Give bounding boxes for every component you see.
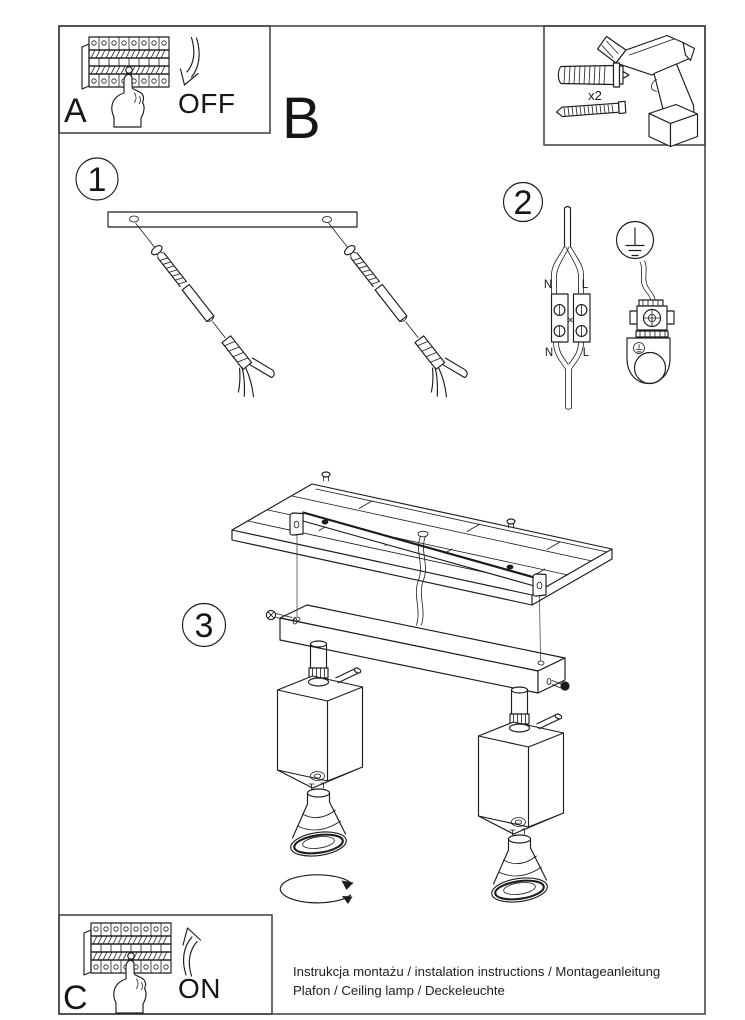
footer-line-1: Instrukcja montażu / instalation instruc… bbox=[293, 964, 660, 979]
ceiling-plate bbox=[231, 471, 613, 606]
panel-c-box bbox=[58, 914, 273, 1015]
panel-a-label: A bbox=[64, 92, 87, 130]
panel-a-box bbox=[58, 25, 271, 134]
base-bar bbox=[279, 604, 566, 694]
breaker-panel-icon bbox=[81, 36, 170, 128]
footer-line-2: Plafon / Ceiling lamp / Deckeleuchte bbox=[293, 983, 505, 998]
screw-anchor-left bbox=[117, 212, 279, 403]
spotlight-right bbox=[477, 685, 565, 907]
panel-c-label: C bbox=[63, 979, 88, 1017]
drill-icon bbox=[596, 34, 699, 148]
step-2-badge bbox=[502, 181, 544, 223]
mounting-strip bbox=[107, 211, 358, 228]
panel-c-power-on: C ON bbox=[58, 914, 273, 1017]
step-2: 2 N L N L bbox=[502, 181, 675, 410]
strip-hole-left bbox=[129, 215, 139, 223]
step-1-badge bbox=[75, 157, 119, 201]
supply-cable bbox=[551, 205, 584, 294]
arrow-up-icon bbox=[182, 927, 202, 977]
strip-screw-right bbox=[506, 564, 514, 570]
terminal-label-l-top: L bbox=[582, 279, 589, 291]
arrow-down-icon bbox=[179, 36, 200, 86]
terminal-label-n-top: N bbox=[544, 279, 552, 291]
strip-hole-right bbox=[322, 216, 332, 223]
panel-c-action: ON bbox=[178, 973, 221, 1004]
screw-anchor-right bbox=[310, 212, 472, 403]
lamp-cable bbox=[553, 341, 584, 410]
side-screw-left bbox=[265, 609, 298, 625]
terminal-label-l-bottom: L bbox=[583, 347, 590, 359]
earth-ground-icon bbox=[615, 220, 655, 260]
mounting-screw-icon bbox=[555, 100, 627, 118]
panel-b-label: B bbox=[282, 86, 321, 151]
rotate-arrow-icon bbox=[279, 874, 354, 904]
ceiling-screw-left bbox=[321, 471, 331, 482]
page-border bbox=[58, 25, 706, 1015]
side-screw-right bbox=[546, 678, 570, 691]
step-3: 3 bbox=[181, 471, 613, 907]
step-1-number: 1 bbox=[88, 161, 107, 199]
alignment-guides bbox=[293, 535, 545, 666]
step-2-number: 2 bbox=[514, 184, 533, 222]
step-3-badge bbox=[181, 602, 227, 648]
panel-a-action: OFF bbox=[178, 88, 236, 119]
hanging-cable bbox=[415, 530, 429, 626]
tools-box: x2 bbox=[543, 25, 706, 148]
wall-plug-icon bbox=[557, 62, 630, 88]
tools-box-border bbox=[543, 25, 706, 146]
terminal-label-n-bottom: N bbox=[545, 347, 553, 359]
terminal-block bbox=[550, 293, 591, 343]
ceiling-screw-right bbox=[506, 518, 516, 529]
step-1: 1 bbox=[75, 157, 472, 403]
terminal-mark bbox=[568, 317, 573, 323]
footer: Instrukcja montażu / instalation instruc… bbox=[293, 964, 660, 998]
spotlight-left bbox=[276, 639, 364, 861]
quantity-label: x2 bbox=[588, 88, 602, 103]
step-3-number: 3 bbox=[195, 607, 214, 645]
panel-a-power-off: A OFF bbox=[58, 25, 271, 134]
breaker-panel-icon bbox=[83, 922, 172, 1014]
ground-wire bbox=[639, 260, 656, 302]
strip-screw-left bbox=[321, 519, 329, 525]
ground-clamp-icon bbox=[626, 299, 675, 385]
